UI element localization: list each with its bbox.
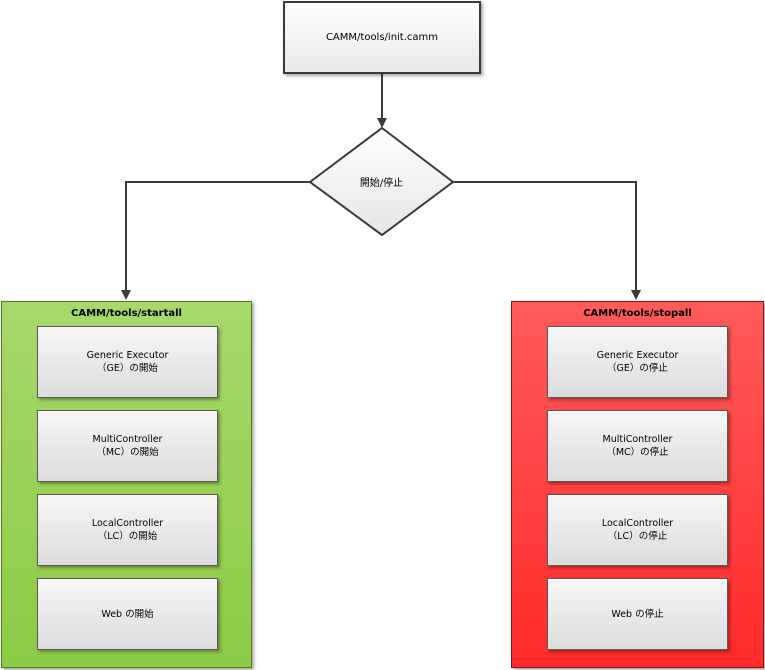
arrow-decision-to-start bbox=[121, 181, 310, 300]
start-web-step: Web の開始 bbox=[37, 578, 218, 650]
stop-lc-step: LocalController （LC）の停止 bbox=[547, 494, 728, 566]
decision-label: 開始/停止 bbox=[359, 178, 404, 189]
stop-mc-step: MultiController （MC）の停止 bbox=[547, 410, 728, 482]
start-mc-step: MultiController （MC）の開始 bbox=[37, 410, 218, 482]
stopall-title: CAMM/tools/stopall bbox=[583, 308, 692, 319]
stopall-group: CAMM/tools/stopall Generic Executor （GE）… bbox=[511, 301, 764, 668]
step-line1: Generic Executor bbox=[596, 350, 679, 361]
step-line1: LocalController bbox=[91, 518, 164, 529]
stop-web-step: Web の停止 bbox=[547, 578, 728, 650]
step-line2: （GE）の開始 bbox=[97, 363, 158, 374]
step-line2: （MC）の停止 bbox=[606, 447, 669, 458]
startall-group: CAMM/tools/startall Generic Executor （GE… bbox=[1, 301, 252, 668]
stop-ge-step: Generic Executor （GE）の停止 bbox=[547, 326, 728, 398]
step-line1: MultiController bbox=[602, 434, 673, 445]
step-line1: Web の開始 bbox=[101, 608, 154, 620]
init-label: CAMM/tools/init.camm bbox=[325, 32, 439, 43]
step-line1: LocalController bbox=[601, 518, 674, 529]
step-line2: （LC）の停止 bbox=[607, 531, 668, 542]
step-line2: （GE）の停止 bbox=[607, 363, 668, 374]
start-lc-step: LocalController （LC）の開始 bbox=[37, 494, 218, 566]
start-ge-step: Generic Executor （GE）の開始 bbox=[37, 326, 218, 398]
decision-diamond bbox=[308, 126, 455, 237]
startall-title: CAMM/tools/startall bbox=[71, 308, 182, 319]
step-line1: Web の停止 bbox=[611, 608, 664, 620]
step-line2: （LC）の開始 bbox=[97, 531, 158, 542]
step-line2: （MC）の開始 bbox=[96, 447, 159, 458]
arrow-decision-to-stop bbox=[453, 181, 641, 300]
step-line1: Generic Executor bbox=[86, 350, 169, 361]
step-line1: MultiController bbox=[92, 434, 163, 445]
init-node: CAMM/tools/init.camm bbox=[283, 1, 481, 74]
